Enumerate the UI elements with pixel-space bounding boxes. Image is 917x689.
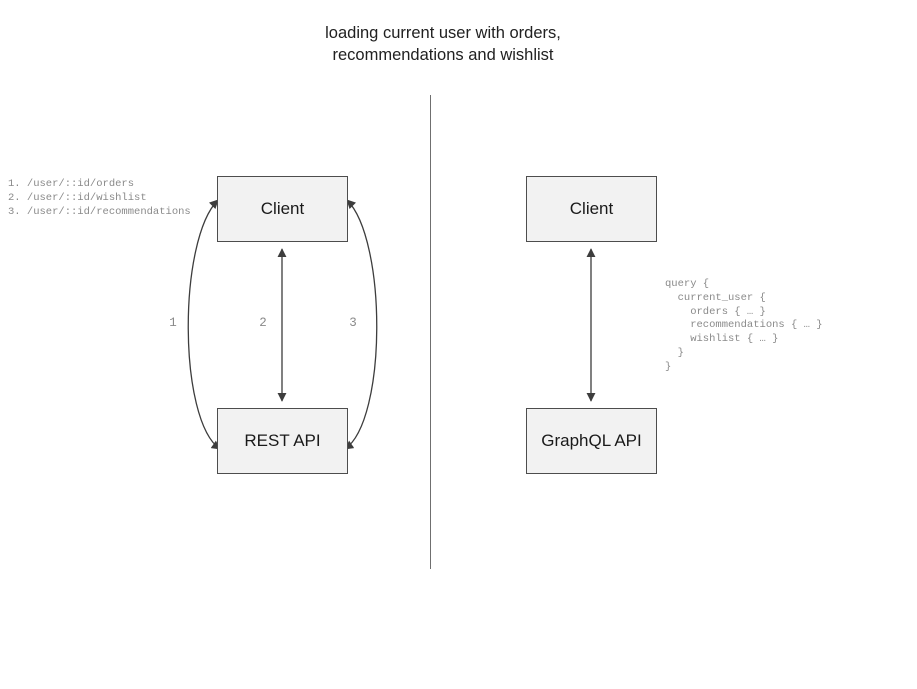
edge-3-path (344, 199, 378, 450)
node-rest-client[interactable]: Client (217, 176, 348, 242)
edge-label-3: 3 (349, 316, 357, 330)
node-graphql-api-label: GraphQL API (541, 431, 642, 450)
edge-label-1: 1 (169, 316, 177, 330)
diagram-title: loading current user with orders, recomm… (325, 24, 561, 64)
edge-label-2: 2 (259, 316, 267, 330)
graphql-query-snippet: query { current_user { orders { … } reco… (665, 278, 823, 373)
node-graphql-api[interactable]: GraphQL API (526, 408, 657, 474)
node-rest-api[interactable]: REST API (217, 408, 348, 474)
panel-divider (430, 95, 431, 569)
node-graphql-client-label: Client (569, 199, 614, 218)
rest-endpoints-list: 1. /user/::id/orders 2. /user/::id/wishl… (8, 178, 191, 218)
edge-1-path (187, 199, 221, 450)
node-rest-api-label: REST API (244, 431, 321, 450)
node-rest-client-label: Client (260, 199, 305, 218)
node-graphql-client[interactable]: Client (526, 176, 657, 242)
